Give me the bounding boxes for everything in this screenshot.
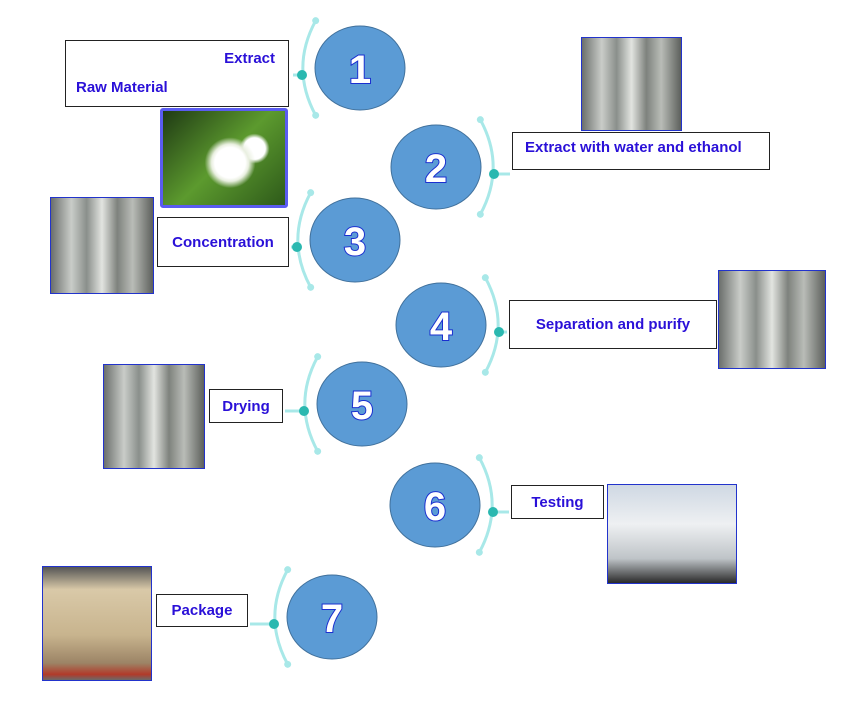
step-7-label-box: Package bbox=[156, 594, 248, 627]
step-5-label-box: Drying bbox=[209, 389, 283, 423]
step-4-number: 4 bbox=[430, 305, 453, 349]
step-7-arc-end bbox=[284, 660, 292, 668]
step-5-arc-end bbox=[314, 447, 322, 455]
lab-testing-photo bbox=[607, 484, 737, 584]
step-3-arc bbox=[296, 191, 312, 289]
step-7-label: Package bbox=[171, 602, 233, 619]
step-3-connector-dot bbox=[292, 242, 302, 252]
step-7-arc bbox=[273, 568, 289, 666]
concentration-equipment-photo bbox=[50, 197, 154, 294]
step-2-arc bbox=[479, 118, 495, 216]
step-1-arc bbox=[301, 19, 317, 117]
step-7-arc-end bbox=[284, 566, 292, 574]
step-2-circle bbox=[390, 124, 482, 210]
step-6-label: Testing bbox=[531, 493, 584, 511]
step-2-connector-dot bbox=[489, 169, 499, 179]
step-4-arc bbox=[484, 276, 500, 374]
step-4-label-box: Separation and purify bbox=[509, 300, 717, 349]
step-6-connector-dot bbox=[488, 507, 498, 517]
step-4-arc-end bbox=[481, 368, 489, 376]
step-7-number: 7 bbox=[321, 597, 343, 641]
step-7-connector-dot bbox=[269, 619, 279, 629]
drying-equipment-photo bbox=[103, 364, 205, 469]
step-1-label: Raw Material bbox=[76, 79, 168, 96]
step-4-label: Separation and purify bbox=[535, 316, 691, 333]
step-1-label-box: Extract Raw Material bbox=[65, 40, 289, 107]
separation-tanks-photo bbox=[718, 270, 826, 369]
step-1-number: 1 bbox=[349, 48, 371, 92]
step-5-circle bbox=[316, 361, 408, 447]
step-5-arc-end bbox=[314, 353, 322, 361]
step-3-number: 3 bbox=[344, 220, 366, 264]
step-4-arc-end bbox=[481, 274, 489, 282]
step-6-arc-end bbox=[475, 548, 483, 556]
step-3-arc-end bbox=[307, 189, 315, 197]
step-6-number: 6 bbox=[424, 485, 446, 529]
step-6-label-box: Testing bbox=[511, 485, 604, 519]
step-6-arc bbox=[478, 456, 494, 554]
step-1-arc-end bbox=[312, 111, 320, 119]
step-5-number: 5 bbox=[351, 384, 373, 428]
step-1-circle bbox=[314, 25, 406, 111]
step-3-circle bbox=[309, 197, 401, 283]
package-pallet-photo bbox=[42, 566, 152, 681]
step-1-label-top: Extract bbox=[224, 50, 275, 67]
step-7-circle bbox=[286, 574, 378, 660]
step-1-arc-end bbox=[312, 17, 320, 25]
step-2-number: 2 bbox=[425, 147, 447, 191]
step-2-label-box: Extract with water and ethanol bbox=[512, 132, 770, 170]
step-3-arc-end bbox=[307, 283, 315, 291]
step-5-label: Drying bbox=[222, 397, 270, 415]
extraction-equipment-photo bbox=[581, 37, 682, 131]
step-6-circle bbox=[389, 462, 481, 548]
step-5-connector-dot bbox=[299, 406, 309, 416]
step-2-arc-end bbox=[476, 116, 484, 124]
step-5-arc bbox=[303, 355, 319, 453]
step-6-arc-end bbox=[475, 454, 483, 462]
step-2-arc-end bbox=[476, 210, 484, 218]
step-4-connector-dot bbox=[494, 327, 504, 337]
step-1-connector-dot bbox=[297, 70, 307, 80]
step-4-circle bbox=[395, 282, 487, 368]
step-2-label: Extract with water and ethanol bbox=[525, 138, 742, 156]
flower-photo bbox=[160, 108, 288, 208]
step-3-label: Concentration bbox=[172, 233, 274, 251]
step-3-label-box: Concentration bbox=[157, 217, 289, 267]
